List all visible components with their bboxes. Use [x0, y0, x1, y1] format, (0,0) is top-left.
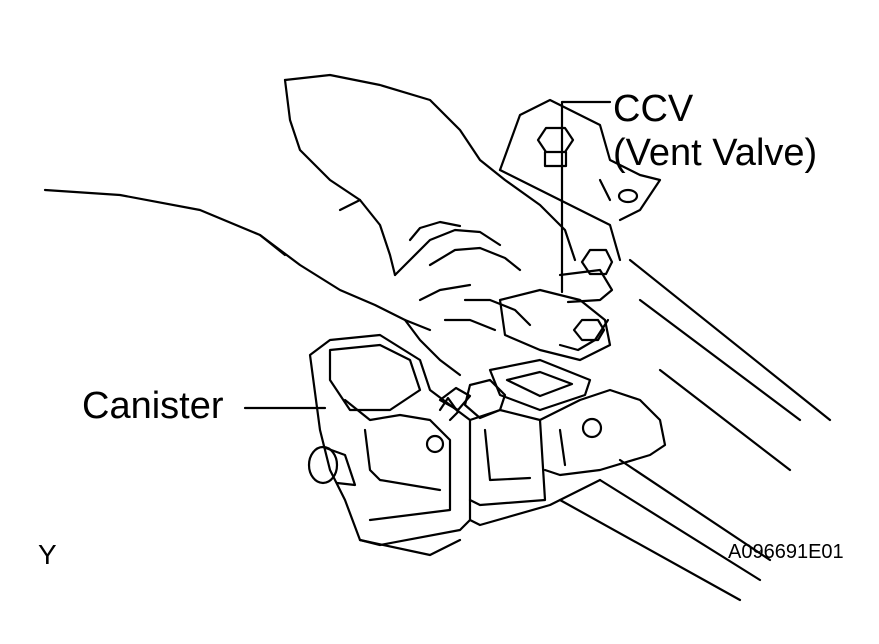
bolt-icon [580, 248, 614, 276]
ccv-label: CCV [613, 88, 694, 130]
vent-valve [488, 268, 614, 412]
canister-label: Canister [82, 385, 224, 427]
figure-code: A096691E01 [728, 541, 844, 563]
canister-port [307, 445, 357, 487]
canister-bosses [425, 417, 603, 454]
leader-lines [243, 100, 612, 410]
hand-illustration [43, 73, 577, 377]
bolt-icon [536, 126, 575, 168]
hose-connector [438, 378, 507, 422]
canister-body [308, 333, 667, 557]
mounting-bracket [498, 98, 662, 262]
vent-valve-label: (Vent Valve) [613, 132, 818, 174]
bolt-icon [572, 318, 606, 342]
frame-rails [558, 258, 832, 602]
corner-mark: Y [38, 539, 57, 570]
